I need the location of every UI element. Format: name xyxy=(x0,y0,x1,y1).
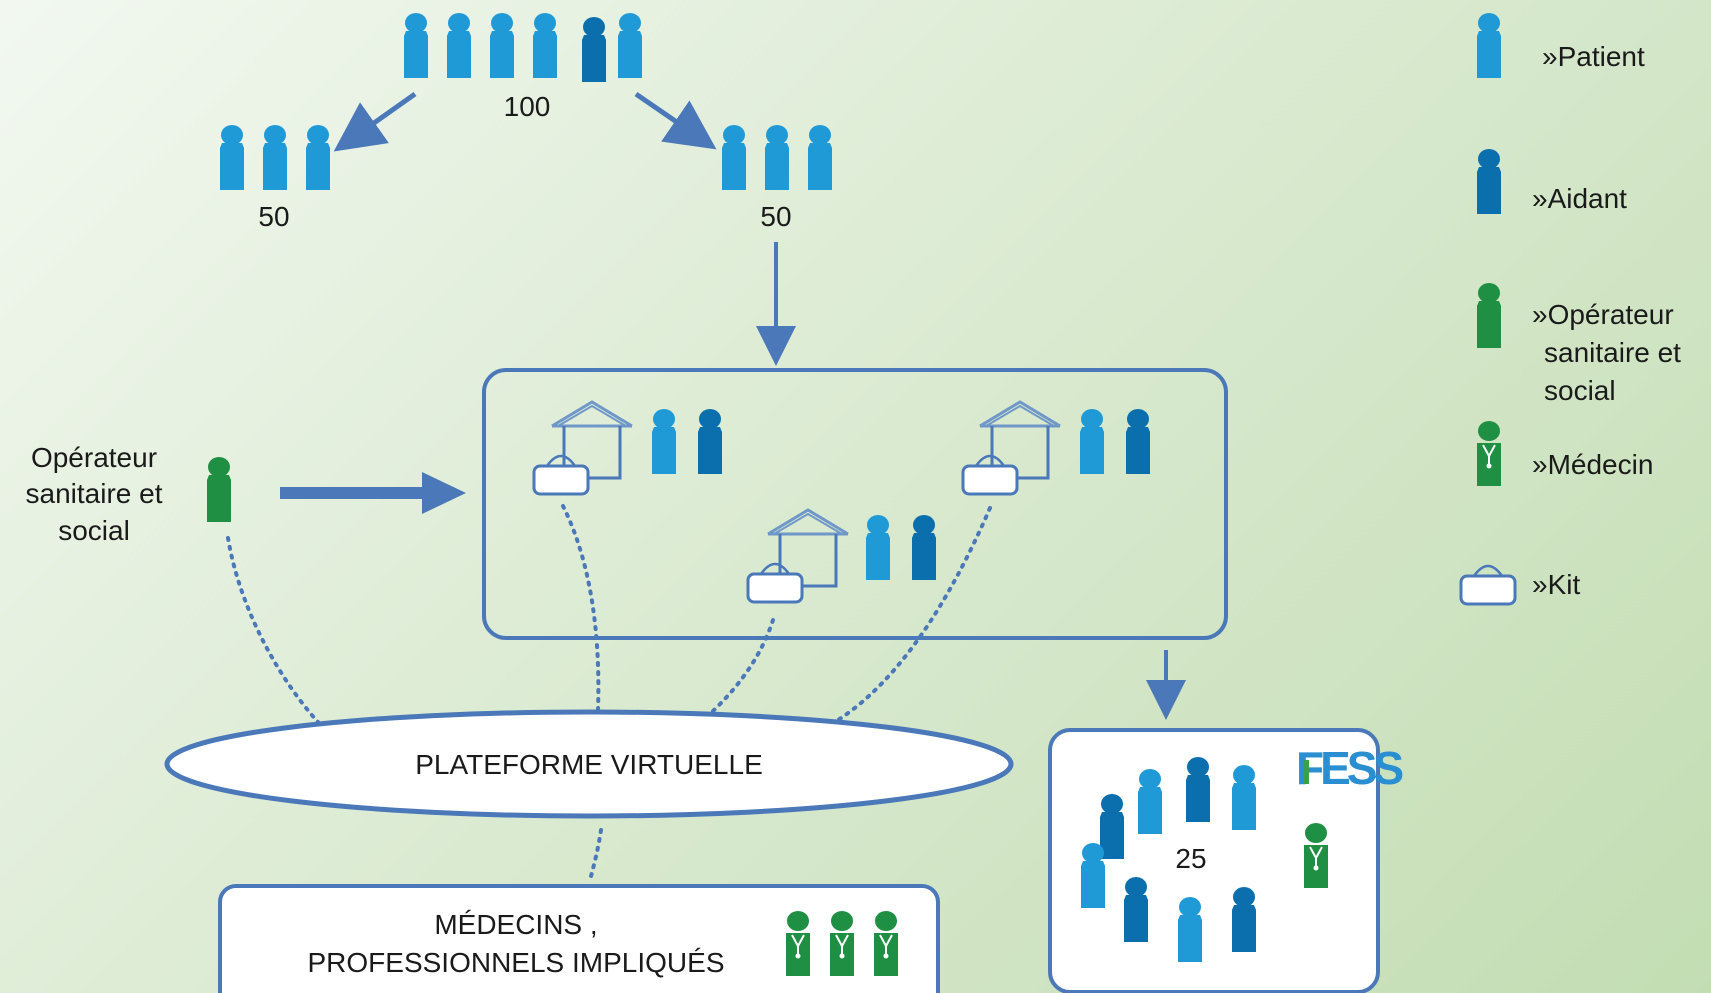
dotted-link-home-1 xyxy=(561,504,601,712)
top-group-count: 100 xyxy=(504,91,551,122)
legend-label-kit: »Kit xyxy=(1532,566,1580,604)
doctors-box xyxy=(218,884,940,993)
medecin-icon xyxy=(873,910,899,977)
patient-icon xyxy=(1081,843,1105,908)
fess-logo: FESS xyxy=(1296,742,1406,794)
top-patient-group xyxy=(404,13,642,82)
doctors-label-line-1: MÉDECINS , xyxy=(434,909,597,940)
left-group-count: 50 xyxy=(258,201,289,232)
patient-icon xyxy=(1178,897,1202,962)
dotted-link-doctors xyxy=(588,828,603,882)
aidant-icon xyxy=(698,409,722,474)
medecin-icon xyxy=(829,910,855,977)
patient-icon xyxy=(1080,409,1104,474)
right-group-count: 50 xyxy=(760,201,791,232)
legend-label-operateur-line-1: »Opérateur xyxy=(1532,299,1674,330)
aidant-icon xyxy=(912,515,936,580)
operator-left-label-line-2: sanitaire et xyxy=(25,478,163,510)
patient-icon xyxy=(1232,765,1256,830)
legend-label-operateur-line-2: sanitaire et xyxy=(1544,336,1681,368)
legend xyxy=(1459,13,1517,606)
patient-icon xyxy=(582,17,606,82)
fess-logo-text: FESS xyxy=(1296,742,1402,794)
home-1 xyxy=(532,400,722,496)
aidant-icon xyxy=(1126,409,1150,474)
legend-label-operateur: »Opérateur sanitaire et social xyxy=(1532,296,1681,409)
aidant-icon xyxy=(1100,794,1124,859)
kit-icon xyxy=(1459,564,1517,606)
patient-icon xyxy=(765,125,789,190)
platform-label: PLATEFORME VIRTUELLE xyxy=(415,749,763,780)
legend-label-aidant: »Aidant xyxy=(1532,180,1627,218)
patient-icon xyxy=(306,125,330,190)
patient-icon xyxy=(866,515,890,580)
kit-icon xyxy=(746,562,804,604)
home-2 xyxy=(961,400,1150,496)
homes-box xyxy=(482,368,1228,640)
dotted-link-home-3 xyxy=(710,618,775,714)
dotted-links xyxy=(226,504,992,882)
aidant-icon xyxy=(1477,149,1501,214)
legend-label-medecin: »Médecin xyxy=(1532,446,1653,484)
dotted-link-home-2 xyxy=(836,506,992,722)
operateur-icon xyxy=(1477,283,1501,348)
patient-icon xyxy=(722,125,746,190)
patient-icon xyxy=(652,409,676,474)
dotted-link-operator xyxy=(226,536,320,724)
platform-ellipse xyxy=(164,709,1014,819)
legend-label-kit-text: »Kit xyxy=(1532,569,1581,600)
medecin-icon xyxy=(1303,822,1329,889)
operator-arrow-head xyxy=(422,472,466,514)
legend-label-patient-text: »Patient xyxy=(1542,41,1645,72)
patient-icon xyxy=(220,125,244,190)
kit-icon xyxy=(961,454,1019,496)
aidant-icon xyxy=(1186,757,1210,822)
split-left-arrow xyxy=(333,91,417,152)
aidant-icon xyxy=(1232,887,1256,952)
kit-icon xyxy=(532,454,590,496)
operator-left-label: Opérateur sanitaire et social xyxy=(8,440,180,549)
fess-logo-accent xyxy=(1303,760,1309,784)
legend-label-medecin-text: »Médecin xyxy=(1532,449,1654,480)
patient-icon xyxy=(533,13,557,78)
patient-icon xyxy=(1477,13,1501,78)
split-right-arrow xyxy=(634,91,717,150)
patient-icon xyxy=(618,13,642,78)
doctors-label-line-2: PROFESSIONNELS IMPLIQUÉS xyxy=(308,947,725,978)
operator-left-label-line-1: Opérateur xyxy=(30,442,158,473)
fess-count: 25 xyxy=(1175,843,1206,874)
legend-label-patient: »Patient xyxy=(1542,38,1645,76)
right-patient-group xyxy=(722,125,832,190)
legend-label-aidant-text: »Aidant xyxy=(1532,183,1627,214)
doctors-group xyxy=(785,910,899,977)
patient-icon xyxy=(1138,769,1162,834)
patient-icon xyxy=(263,125,287,190)
patient-icon xyxy=(404,13,428,78)
aidant-icon xyxy=(1124,877,1148,942)
operator-left-label-line-3: social xyxy=(58,514,130,546)
operateur-icon xyxy=(207,457,231,522)
patient-icon xyxy=(490,13,514,78)
medecin-icon xyxy=(1476,420,1502,487)
legend-label-operateur-line-3: social xyxy=(1544,374,1616,406)
home-3 xyxy=(746,508,936,604)
medecin-icon xyxy=(785,910,811,977)
patient-icon xyxy=(808,125,832,190)
patient-icon xyxy=(447,13,471,78)
left-patient-group xyxy=(220,125,330,190)
